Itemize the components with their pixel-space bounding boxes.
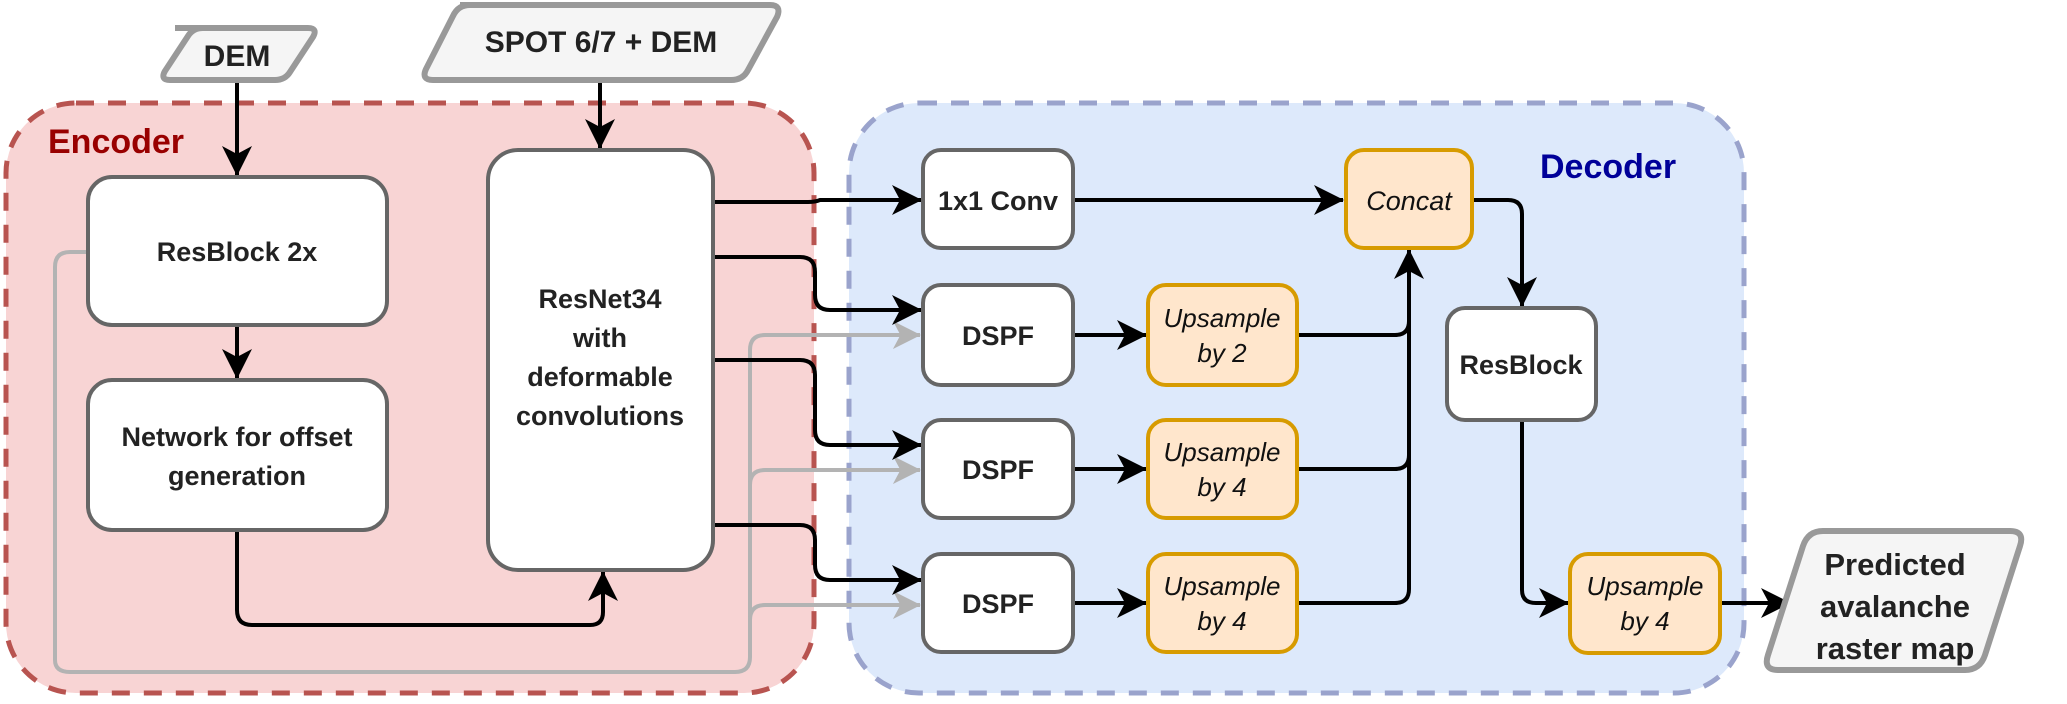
node-dspf-3: DSPF (921, 552, 1075, 654)
skip-connections (53, 250, 921, 674)
edges (222, 80, 1791, 627)
output-shape (1763, 528, 2025, 673)
edge-resnet34-to-dspf-1 (713, 255, 922, 325)
node-offset-network: Network for offset generation (86, 378, 389, 532)
upsample-2-label-line-1: Upsample (1163, 437, 1280, 467)
spot-shape (421, 2, 782, 83)
skip-edge-to-dspf-2 (748, 456, 921, 486)
skip-edge-to-dspf-3 (748, 591, 921, 621)
resnet34-label-line-1: ResNet34 (538, 284, 661, 314)
upsample-final-box (1568, 552, 1722, 655)
offset-network-label-line-2: generation (168, 461, 306, 491)
output-label-line-3: raster map (1816, 631, 1975, 666)
upsample-1-label-line-2: by 2 (1197, 338, 1247, 368)
upsample-2-label-line-2: by 4 (1197, 472, 1246, 502)
node-upsample-1: Upsample by 2 (1146, 283, 1299, 387)
upsample-final-label-line-2: by 4 (1620, 606, 1669, 636)
skip-edge-to-dspf-1 (53, 250, 921, 674)
conv1x1-box (921, 148, 1075, 250)
input-dem: DEM (160, 25, 318, 83)
edge-concat-to-resblock (1472, 198, 1537, 307)
node-upsample-final: Upsample by 4 (1568, 552, 1722, 655)
dspf-2-box (921, 418, 1075, 520)
upsample-3-box (1146, 552, 1299, 654)
edge-resblock-to-upsample-final (1520, 420, 1569, 618)
concat-box (1344, 148, 1474, 250)
resnet34-label-line-2: with (572, 323, 627, 353)
node-dspf-2: DSPF (921, 418, 1075, 520)
resblock-box (1445, 306, 1598, 422)
edge-offset-to-resnet34 (235, 530, 618, 627)
node-upsample-3: Upsample by 4 (1146, 552, 1299, 654)
dspf-3-box (921, 552, 1075, 654)
upsample-final-label-line-1: Upsample (1586, 571, 1703, 601)
dspf-1-box (921, 283, 1075, 387)
spot-label: SPOT 6/7 + DEM (485, 26, 718, 59)
resnet34-box (486, 148, 715, 572)
node-resblock2x: ResBlock 2x (86, 175, 389, 327)
resnet34-label-line-4: convolutions (516, 401, 684, 431)
dem-shape (160, 25, 318, 83)
dem-label: DEM (204, 40, 271, 73)
resblock2x-box (86, 175, 389, 327)
node-concat: Concat (1344, 148, 1474, 250)
edge-upsample-3-to-concat (1297, 249, 1424, 605)
encoder-title: Encoder (48, 123, 184, 161)
upsample-1-box (1146, 283, 1299, 387)
node-resblock: ResBlock (1445, 306, 1598, 422)
resblock2x-label: ResBlock 2x (157, 237, 318, 267)
upsample-1-label-line-1: Upsample (1163, 303, 1280, 333)
edge-resnet34-to-dspf-2 (713, 358, 922, 460)
offset-network-box (86, 378, 389, 532)
decoder-title: Decoder (1540, 148, 1676, 186)
offset-network-label-line-1: Network for offset (121, 422, 352, 452)
upsample-2-box (1146, 418, 1299, 520)
resblock-label: ResBlock (1459, 350, 1583, 380)
node-upsample-2: Upsample by 4 (1146, 418, 1299, 520)
node-resnet34: ResNet34 with deformable convolutions (486, 148, 715, 572)
node-conv1x1: 1x1 Conv (921, 148, 1075, 250)
concat-label: Concat (1366, 186, 1453, 216)
dspf-1-label: DSPF (962, 321, 1034, 351)
resnet34-label-line-3: deformable (527, 362, 673, 392)
dspf-3-label: DSPF (962, 589, 1034, 619)
edge-resnet34-to-conv1x1 (713, 185, 922, 215)
input-spot: SPOT 6/7 + DEM (421, 2, 782, 83)
edge-resnet34-to-dspf-3 (713, 523, 922, 595)
conv1x1-label: 1x1 Conv (938, 186, 1058, 216)
dspf-2-label: DSPF (962, 455, 1034, 485)
output-label-line-2: avalanche (1820, 589, 1970, 624)
output-predicted-map: Predicted avalanche raster map (1763, 528, 2025, 673)
upsample-3-label-line-1: Upsample (1163, 571, 1280, 601)
node-dspf-1: DSPF (921, 283, 1075, 387)
output-label-line-1: Predicted (1824, 547, 1965, 582)
upsample-3-label-line-2: by 4 (1197, 606, 1246, 636)
